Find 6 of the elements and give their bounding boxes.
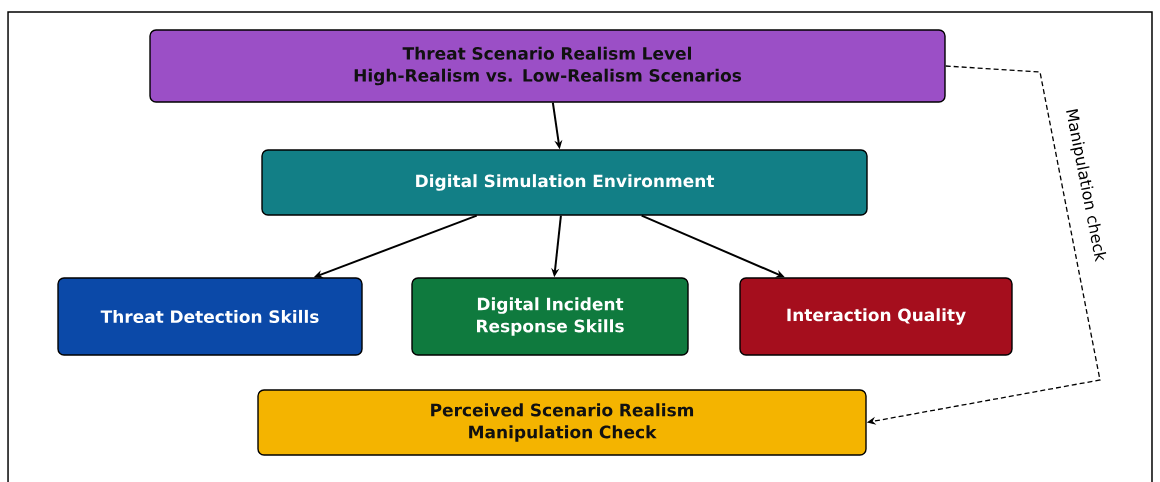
box: Digital Incident Response Skills xyxy=(411,277,689,356)
box: Threat Scenario Realism Level High-Realism vs. Low-Realism Scenarios xyxy=(149,29,946,103)
box: Interaction Quality xyxy=(739,277,1013,356)
box: Threat Detection Skills xyxy=(57,277,363,356)
box: Digital Simulation Environment xyxy=(261,149,868,216)
box: Perceived Scenario Realism Manipulation Check xyxy=(257,389,867,456)
